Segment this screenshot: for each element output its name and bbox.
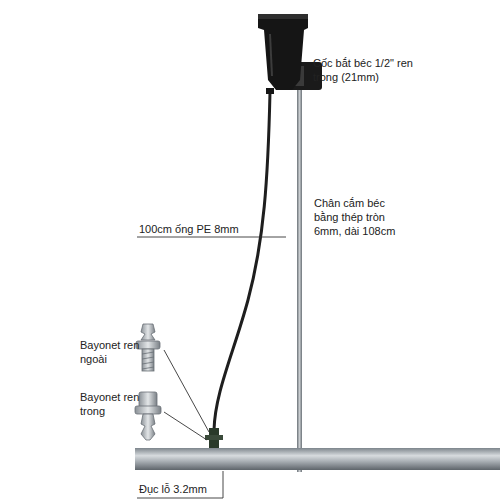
bayonet-male-icon (136, 324, 160, 371)
callout-label: Chân cắm béc bằng thép tròn 6mm, dài 108… (314, 196, 406, 238)
callout-label: Bayonet ren ngoài (80, 338, 150, 366)
leader-line (223, 471, 224, 498)
leader-line (164, 350, 209, 432)
nozzle-cup (258, 14, 322, 94)
barb (141, 324, 155, 340)
callout-label: Bayonet ren trong (80, 390, 150, 418)
callout-label: Cốc bắt béc 1/2" ren trong (21mm) (313, 56, 413, 84)
barb (141, 414, 155, 440)
label-underline (137, 237, 286, 238)
wing (135, 406, 161, 414)
leader-line (164, 412, 207, 440)
cup-body (258, 14, 308, 90)
steel-stake (297, 62, 302, 472)
bayonet-wing (205, 435, 223, 440)
callout-label: Đục lỗ 3.2mm (139, 482, 259, 496)
wing (136, 341, 160, 349)
cup-rim (258, 14, 308, 19)
pe-tube (214, 92, 270, 430)
thread (142, 349, 154, 371)
main-pipe (135, 448, 500, 470)
callout-label: 100cm ống PE 8mm (139, 222, 279, 236)
thread-lines (142, 352, 154, 369)
bayonet-fitting (205, 428, 223, 448)
cup-outlet (266, 88, 274, 94)
label-underline (137, 498, 223, 499)
cup-highlight (270, 34, 272, 76)
